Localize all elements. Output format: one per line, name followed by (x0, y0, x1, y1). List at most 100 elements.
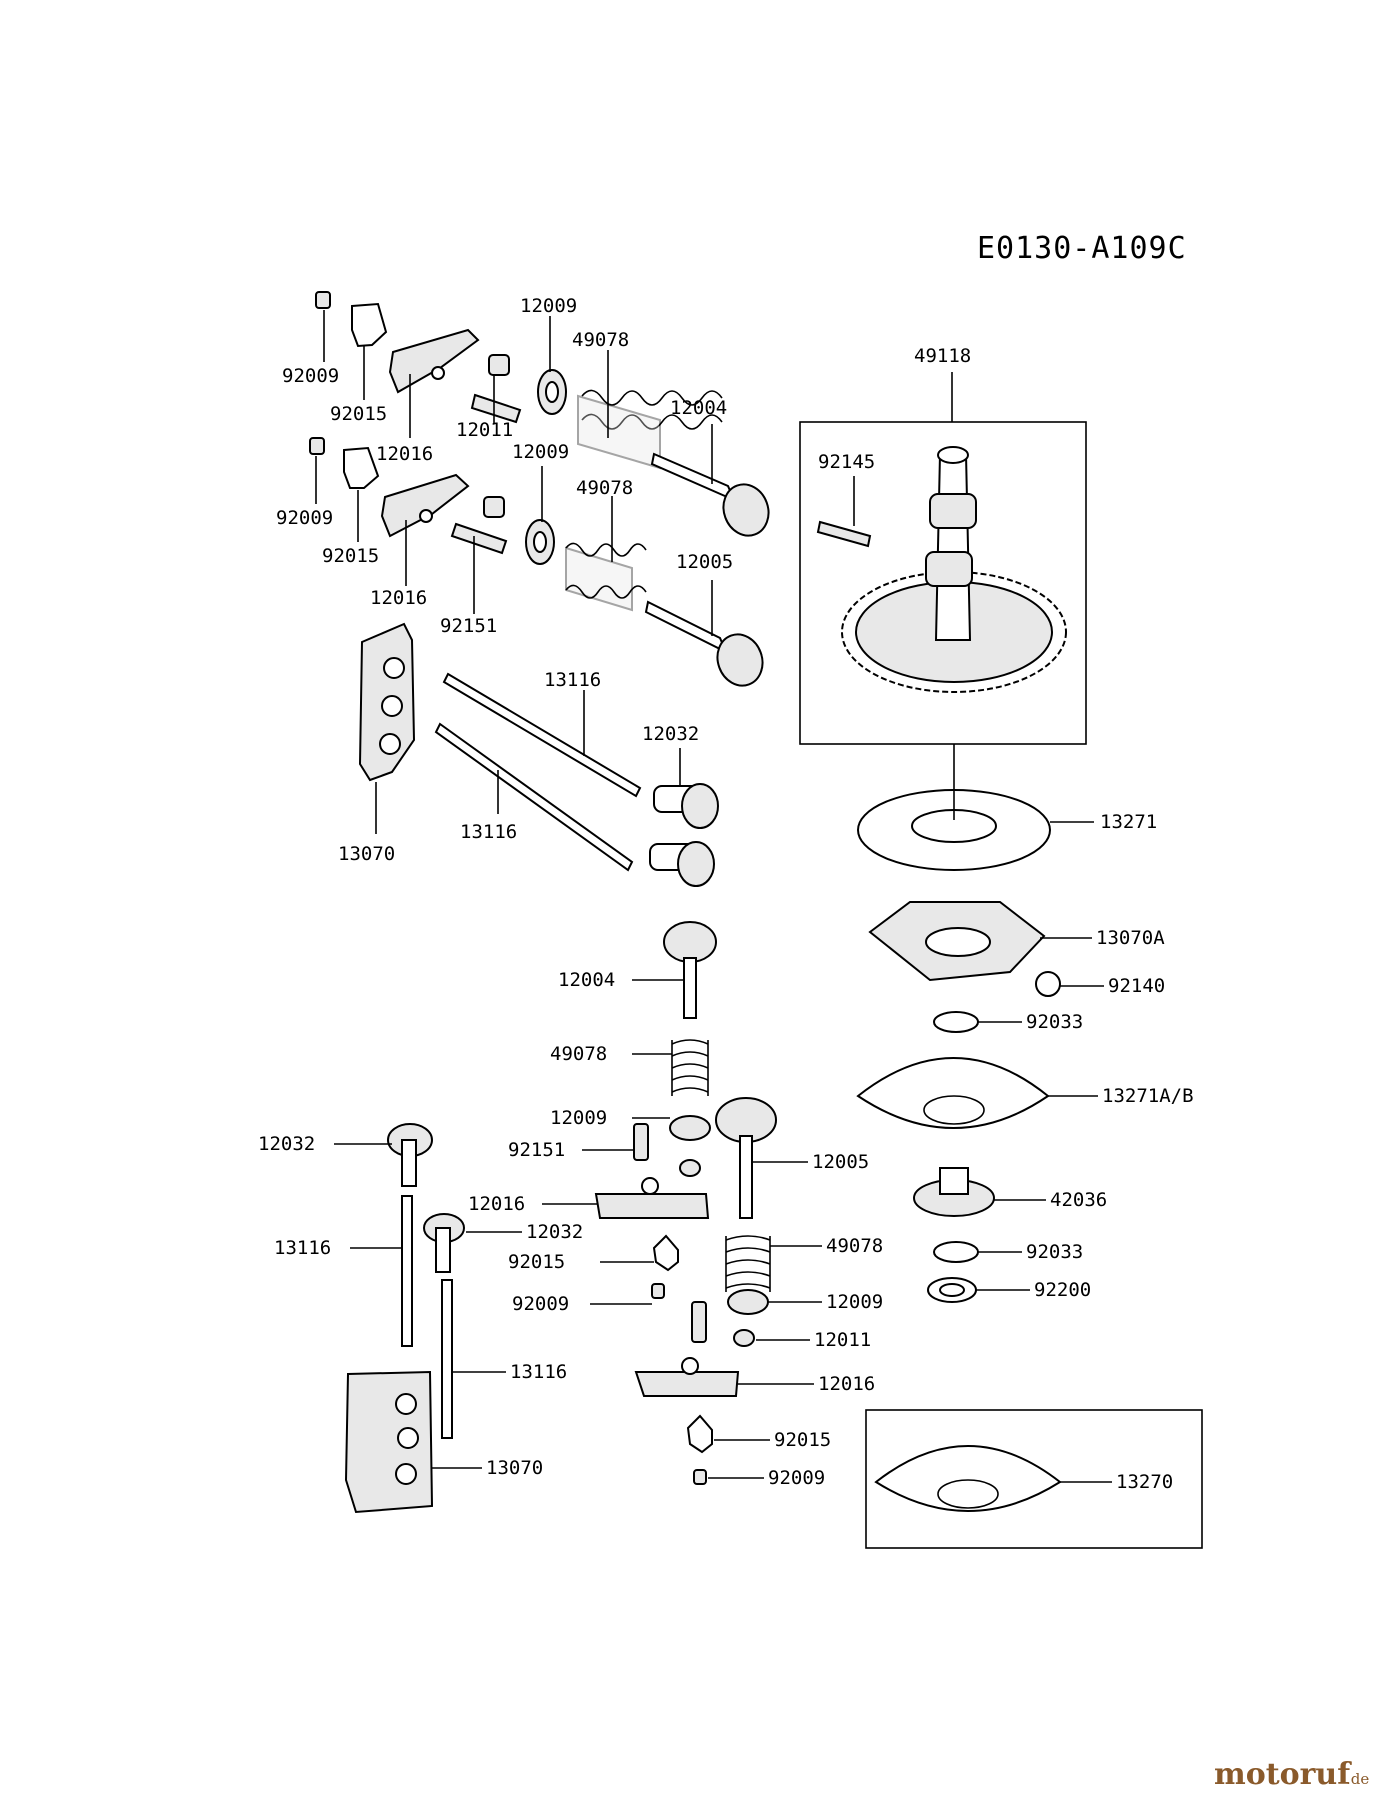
governor-cup (856, 1057, 1050, 1129)
rocker-arm-lower-center (594, 1177, 710, 1219)
tappet-lower-right (423, 1213, 465, 1273)
part-label: 12005 (812, 1151, 869, 1173)
watermark-logo: motoruf .de (1214, 1757, 1369, 1792)
push-rods-upper (434, 672, 642, 872)
part-label: 13116 (274, 1237, 331, 1259)
valve-spring-lower-center (671, 1039, 709, 1096)
part-label: 49078 (550, 1043, 607, 1065)
part-label: 12016 (376, 443, 433, 465)
part-label: 42036 (1050, 1189, 1107, 1211)
part-label: 92151 (440, 615, 497, 637)
part-label: 49118 (914, 345, 971, 367)
rocker-arm-center-2 (634, 1357, 740, 1397)
tappet-lower-left (387, 1123, 433, 1187)
part-label: 13070A (1096, 927, 1165, 949)
part-label: 13070 (338, 843, 395, 865)
exhaust-valve-lower (715, 1097, 777, 1219)
pivot-nut-lower (679, 1159, 701, 1177)
part-label: 12009 (826, 1291, 883, 1313)
guide-plate-lower (344, 1370, 434, 1514)
camshaft-pin (816, 520, 872, 548)
part-label: 12009 (550, 1107, 607, 1129)
part-label: 92009 (282, 365, 339, 387)
part-label: 92009 (768, 1467, 825, 1489)
part-label: 13270 (1116, 1471, 1173, 1493)
part-label: 92200 (1034, 1279, 1091, 1301)
intake-valve-lower (663, 921, 717, 1019)
part-label: 12016 (468, 1193, 525, 1215)
part-label: 13116 (544, 669, 601, 691)
governor-plate (868, 901, 1061, 997)
part-label: 49078 (826, 1235, 883, 1257)
alt-governor-cup (874, 1445, 1062, 1512)
valve-spring-center-2 (725, 1235, 771, 1292)
part-label: 12011 (814, 1329, 871, 1351)
alt-governor-box (865, 1409, 1203, 1549)
watermark-brand: motoruf (1214, 1757, 1352, 1792)
spring-retainer-lower (525, 519, 555, 565)
push-rod-lower-left (401, 1195, 413, 1347)
part-label: 12016 (370, 587, 427, 609)
part-label: 92009 (512, 1293, 569, 1315)
adjust-nut-lower (652, 1234, 679, 1272)
part-label: 12016 (818, 1373, 875, 1395)
pivot-nut-center-2 (733, 1329, 755, 1347)
guide-plate-upper (358, 622, 416, 782)
washer-92200 (927, 1277, 977, 1303)
rocker-assembly-lower (309, 437, 508, 555)
part-label: 92151 (508, 1139, 565, 1161)
diagram-code: E0130-A109C (977, 231, 1187, 266)
part-label: 12032 (526, 1221, 583, 1243)
part-label: 92015 (774, 1429, 831, 1451)
governor-sleeve (913, 1167, 995, 1217)
part-label: 92140 (1108, 975, 1165, 997)
adjust-nut-center-2 (686, 1414, 713, 1454)
part-label: 13070 (486, 1457, 543, 1479)
camshaft-gear (841, 446, 1067, 693)
part-label: 92015 (322, 545, 379, 567)
part-label: 12009 (520, 295, 577, 317)
part-label: 13271A/B (1102, 1085, 1194, 1107)
spring-retainer-upper (537, 369, 567, 415)
part-label: 92015 (508, 1251, 565, 1273)
set-screw-lower (651, 1283, 665, 1299)
part-labels: 92009 92015 12016 12011 12009 49078 1200… (258, 295, 1194, 1493)
part-label: 92009 (276, 507, 333, 529)
watermark-suffix: .de (1346, 1770, 1369, 1788)
part-label: 92145 (818, 451, 875, 473)
part-label: 12004 (558, 969, 615, 991)
set-screw-center-2 (693, 1469, 707, 1485)
part-label: 92033 (1026, 1011, 1083, 1033)
tappet-upper-2 (649, 841, 715, 887)
intake-valve-upper (650, 452, 770, 537)
part-label: 49078 (572, 329, 629, 351)
part-label: 13271 (1100, 811, 1157, 833)
push-rod-lower-right (441, 1279, 453, 1439)
part-label: 12004 (670, 397, 727, 419)
pivot-stud-lower (633, 1123, 649, 1161)
part-label: 12032 (258, 1133, 315, 1155)
retainer-lower-center (669, 1115, 711, 1141)
snap-ring-upper (933, 1011, 979, 1033)
part-label: 13116 (510, 1361, 567, 1383)
part-label: 12009 (512, 441, 569, 463)
part-label: 12032 (642, 723, 699, 745)
pivot-stud-center-2 (691, 1301, 707, 1343)
valve-spring-lower (565, 542, 647, 612)
tappet-upper-1 (653, 783, 719, 829)
retainer-center-2 (727, 1289, 769, 1315)
part-label: 49078 (576, 477, 633, 499)
camshaft-box (799, 421, 1087, 745)
thrust-washer (857, 789, 1051, 871)
valve-spring-upper (577, 389, 723, 470)
snap-ring-lower (933, 1241, 979, 1263)
rocker-assembly-upper (315, 291, 522, 424)
exhaust-valve-upper (644, 600, 764, 687)
part-label: 12005 (676, 551, 733, 573)
part-label: 12011 (456, 419, 513, 441)
leader-lines (315, 310, 1112, 1483)
part-label: 92033 (1026, 1241, 1083, 1263)
part-label: 13116 (460, 821, 517, 843)
part-label: 92015 (330, 403, 387, 425)
